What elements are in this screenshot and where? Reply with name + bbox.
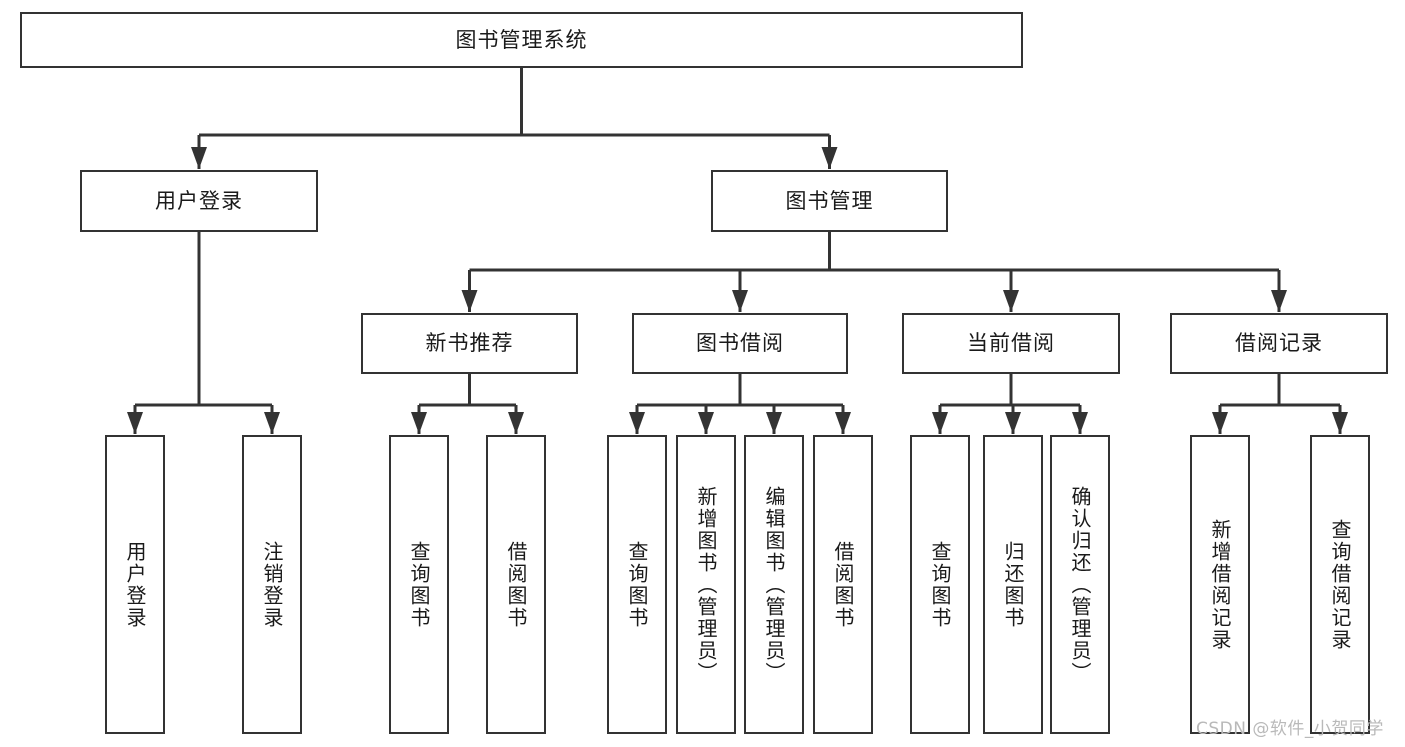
node-leaf-confirm-return[interactable]: 确认归还（管理员） (1050, 435, 1110, 734)
arrow-head-leaf-query-book-1 (411, 412, 427, 434)
node-label-book-manage: 图书管理 (785, 188, 874, 213)
arrow-head-leaf-return-book (1005, 412, 1021, 434)
arrow-head-leaf-confirm-return (1072, 412, 1088, 434)
arrow-head-book-manage (821, 147, 838, 169)
arrow-head-leaf-borrow-book-1 (508, 412, 524, 434)
node-label-current-borrow: 当前借阅 (967, 331, 1055, 356)
arrow-head-leaf-user-logout (264, 412, 280, 434)
node-label-leaf-query-record: 查询借阅记录 (1328, 518, 1352, 651)
node-label-leaf-add-book: 新增图书（管理员） (694, 485, 718, 684)
arrow-head-user-login (191, 147, 207, 169)
arrow-head-leaf-user-login (127, 412, 143, 434)
node-new-book-rec[interactable]: 新书推荐 (361, 313, 578, 374)
arrow-head-new-book-rec (461, 290, 478, 312)
node-label-leaf-query-book-1: 查询图书 (407, 540, 431, 629)
node-leaf-query-book-3[interactable]: 查询图书 (910, 435, 970, 734)
arrow-head-leaf-query-book-3 (932, 412, 948, 434)
node-leaf-user-login[interactable]: 用户登录 (105, 435, 165, 734)
node-label-leaf-user-login: 用户登录 (123, 540, 147, 629)
node-label-leaf-borrow-book-1: 借阅图书 (504, 540, 528, 629)
node-leaf-query-record[interactable]: 查询借阅记录 (1310, 435, 1370, 734)
node-leaf-user-logout[interactable]: 注销登录 (242, 435, 302, 734)
node-label-new-book-rec: 新书推荐 (425, 331, 514, 356)
node-leaf-borrow-book-2[interactable]: 借阅图书 (813, 435, 873, 734)
node-label-leaf-query-book-2: 查询图书 (625, 540, 649, 629)
node-label-leaf-edit-book: 编辑图书（管理员） (762, 485, 786, 684)
node-leaf-query-book-2[interactable]: 查询图书 (607, 435, 667, 734)
node-label-user-login: 用户登录 (155, 188, 243, 213)
node-label-borrow-record: 借阅记录 (1235, 331, 1323, 356)
node-label-leaf-user-logout: 注销登录 (260, 540, 284, 629)
node-leaf-add-record[interactable]: 新增借阅记录 (1190, 435, 1250, 734)
arrow-head-leaf-add-record (1212, 412, 1228, 434)
node-borrow-record[interactable]: 借阅记录 (1170, 313, 1388, 374)
node-leaf-return-book[interactable]: 归还图书 (983, 435, 1043, 734)
arrow-head-leaf-add-book (698, 412, 714, 434)
arrow-head-leaf-query-record (1332, 412, 1348, 434)
arrow-head-leaf-edit-book (766, 412, 782, 434)
node-label-root: 图书管理系统 (455, 27, 588, 52)
watermark-label: CSDN @软件_小贺同学 (1196, 719, 1384, 739)
node-root[interactable]: 图书管理系统 (20, 12, 1023, 68)
node-user-login[interactable]: 用户登录 (80, 170, 318, 232)
node-leaf-edit-book[interactable]: 编辑图书（管理员） (744, 435, 804, 734)
node-current-borrow[interactable]: 当前借阅 (902, 313, 1120, 374)
node-book-borrow[interactable]: 图书借阅 (632, 313, 848, 374)
node-leaf-add-book[interactable]: 新增图书（管理员） (676, 435, 736, 734)
node-label-leaf-add-record: 新增借阅记录 (1208, 518, 1232, 651)
node-label-leaf-confirm-return: 确认归还（管理员） (1068, 485, 1092, 684)
node-leaf-query-book-1[interactable]: 查询图书 (389, 435, 449, 734)
node-label-leaf-borrow-book-2: 借阅图书 (831, 540, 855, 629)
node-label-leaf-query-book-3: 查询图书 (928, 540, 952, 629)
arrow-head-borrow-record (1271, 290, 1287, 312)
node-leaf-borrow-book-1[interactable]: 借阅图书 (486, 435, 546, 734)
arrow-head-book-borrow (732, 290, 748, 312)
node-book-manage[interactable]: 图书管理 (711, 170, 948, 232)
arrow-head-leaf-query-book-2 (629, 412, 645, 434)
node-label-leaf-return-book: 归还图书 (1001, 540, 1025, 629)
arrow-head-current-borrow (1003, 290, 1019, 312)
node-label-book-borrow: 图书借阅 (696, 331, 784, 356)
arrow-head-leaf-borrow-book-2 (835, 412, 851, 434)
